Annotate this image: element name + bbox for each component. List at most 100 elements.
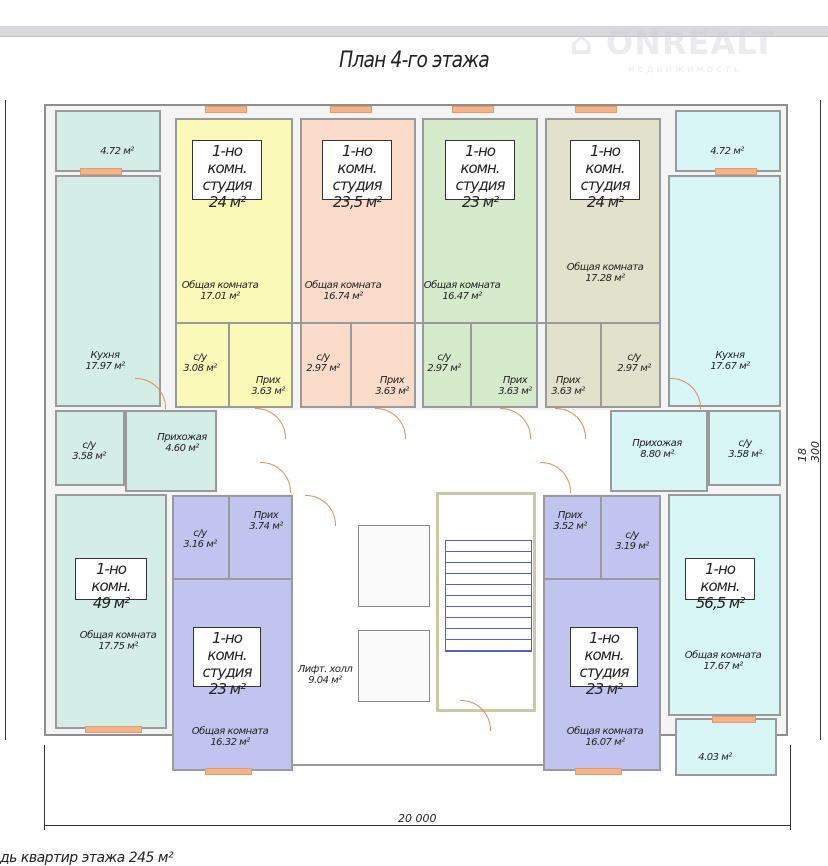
- tag-line: 1-но комн.: [207, 629, 247, 664]
- room-area: 2.97 м²: [427, 363, 461, 374]
- tag-line: 23 м²: [585, 680, 623, 698]
- room-name: Общая комната: [181, 280, 259, 291]
- window: [452, 106, 494, 113]
- room-area: 17.28 м²: [585, 273, 625, 284]
- right-top-balcony: [675, 110, 781, 172]
- room-area: 4.60 м²: [165, 443, 199, 454]
- tag-line: 1-но комн.: [584, 629, 624, 664]
- elevator-shaft: [358, 525, 430, 607]
- room-name: Лифт. холл: [297, 664, 353, 675]
- room-name: Общая комната: [566, 262, 644, 273]
- room-area: 17.75 м²: [98, 641, 138, 652]
- room-area: 3.63 м²: [551, 386, 585, 397]
- tag-line: 1-но комн.: [460, 142, 500, 177]
- room-name: Общая комната: [423, 280, 501, 291]
- room-area: 16.32 м²: [210, 737, 250, 748]
- room-name: Общая комната: [79, 630, 157, 641]
- room-name: с/у: [193, 352, 207, 363]
- window: [330, 106, 372, 113]
- page-title: План 4-го этажа: [339, 48, 490, 73]
- room-area: 3.58 м²: [728, 449, 762, 460]
- room-name: Прих: [379, 375, 405, 386]
- room-area: 3.74 м²: [249, 521, 283, 532]
- dimension-tick: [790, 745, 791, 830]
- left-top-balcony: [55, 110, 161, 172]
- left-bath: [55, 410, 125, 486]
- window: [712, 716, 756, 723]
- staircase: [445, 540, 532, 652]
- partition-wall: [600, 322, 602, 408]
- height-dimension-line-left: [5, 100, 6, 740]
- tag-line: студия: [579, 663, 629, 681]
- room-area: 2.97 м²: [617, 363, 651, 374]
- tag-line: 1-но комн.: [91, 560, 131, 595]
- partition-wall: [228, 495, 230, 578]
- room-name: Общая комната: [566, 726, 644, 737]
- room-area: 17.67 м²: [710, 361, 750, 372]
- window: [715, 168, 757, 175]
- room-area: 3.63 м²: [498, 386, 532, 397]
- right-balcony: [675, 718, 777, 776]
- tag-line: 1-но комн.: [207, 142, 247, 177]
- tag-line: студия: [202, 176, 252, 194]
- tag-line: 23 м²: [461, 193, 499, 211]
- room-name: Прих: [255, 375, 281, 386]
- room-area: 16.47 м²: [442, 291, 482, 302]
- room-name: с/у: [193, 528, 207, 539]
- right-top-balcony-area: 4.72 м²: [710, 146, 744, 157]
- room-name: Общая комната: [304, 280, 382, 291]
- dimension-tick: [44, 745, 45, 830]
- window: [85, 726, 142, 733]
- top-bar: [0, 26, 828, 37]
- room-area: 17.97 м²: [85, 361, 125, 372]
- partition-wall: [175, 322, 661, 324]
- room-area: 3.58 м²: [72, 451, 106, 462]
- right-hall: [610, 410, 708, 492]
- room-area: 8.80 м²: [640, 449, 674, 460]
- room-name: с/у: [625, 530, 639, 541]
- left-room: [55, 494, 167, 729]
- stairwell-wall: [436, 492, 536, 712]
- room-name: с/у: [316, 352, 330, 363]
- room-area: 9.04 м²: [308, 675, 342, 686]
- room-name: Общая комната: [191, 726, 269, 737]
- partition-wall: [228, 322, 230, 408]
- partition-wall: [470, 322, 472, 408]
- room-name: Прих: [557, 510, 583, 521]
- left-kitchen: [55, 175, 161, 407]
- room-area: 3.16 м²: [183, 539, 217, 550]
- tag-line: студия: [455, 176, 505, 194]
- height-dimension-line: [820, 100, 821, 740]
- partition-wall: [543, 578, 661, 580]
- window: [575, 106, 617, 113]
- room-area: 3.19 м²: [615, 541, 649, 552]
- room-area: 16.74 м²: [323, 291, 363, 302]
- window: [575, 768, 622, 775]
- room-name: с/у: [437, 352, 451, 363]
- tag-line: студия: [202, 663, 252, 681]
- watermark-logo: ⌂ ONREALT: [570, 24, 776, 62]
- left-top-balcony-area: 4.72 м²: [100, 146, 134, 157]
